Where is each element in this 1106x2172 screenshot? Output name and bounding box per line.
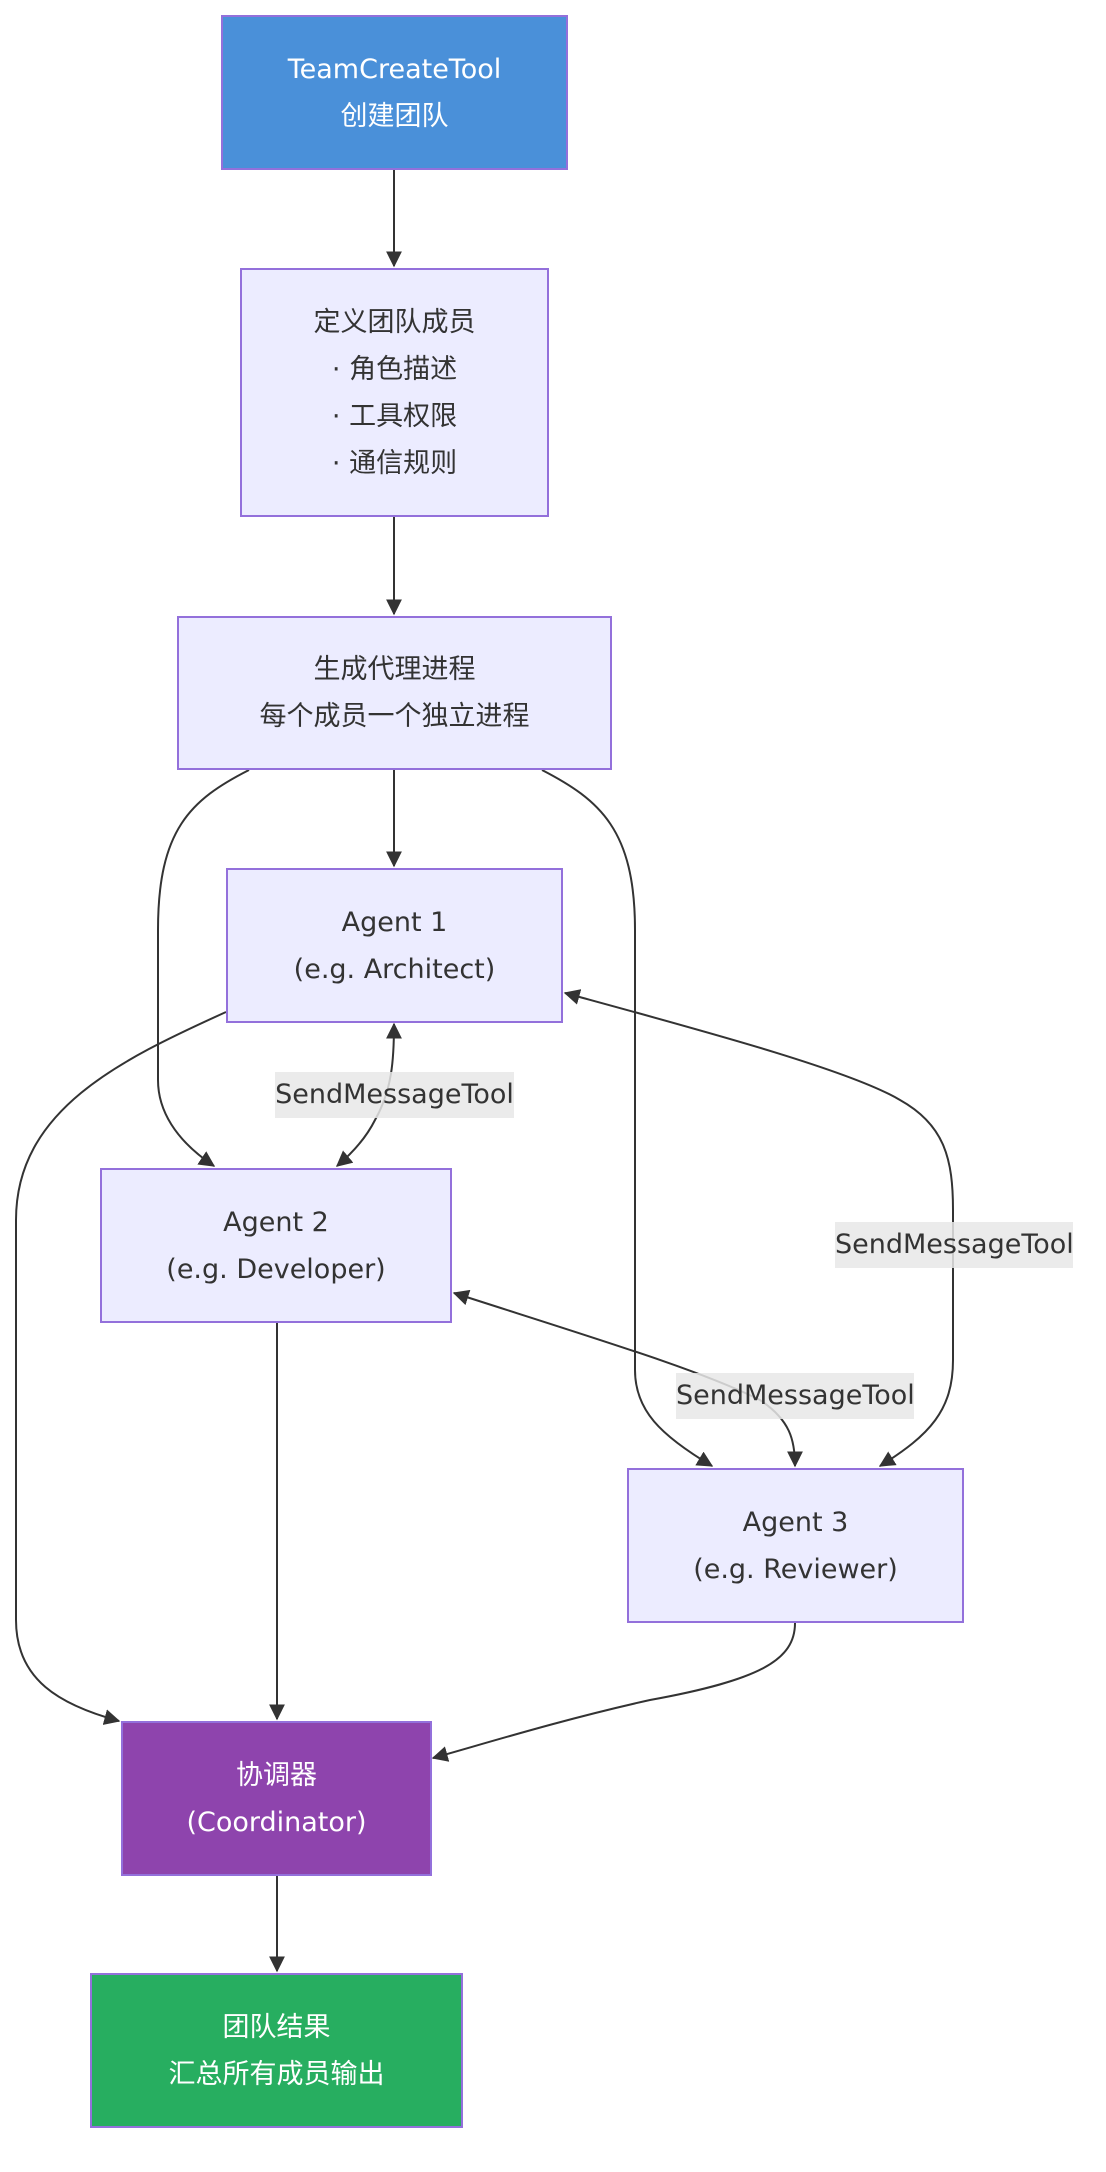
node-team-create[interactable]: TeamCreateTool 创建团队: [221, 15, 568, 170]
node-text-line: (Coordinator): [186, 1806, 367, 1838]
node-team-result[interactable]: 团队结果 汇总所有成员输出: [90, 1973, 463, 2128]
node-text-line: 团队结果: [222, 2011, 331, 2043]
edge-agent1-agent3: [563, 989, 954, 1467]
node-coordinator[interactable]: 协调器 (Coordinator): [121, 1721, 432, 1876]
edge-label-agent1-agent3: SendMessageTool: [835, 1222, 1074, 1268]
node-agent-3[interactable]: Agent 3 (e.g. Reviewer): [627, 1468, 964, 1623]
node-text-line: 汇总所有成员输出: [168, 2058, 385, 2090]
node-text-line: 协调器: [236, 1759, 317, 1791]
node-text-line: Agent 1: [341, 906, 448, 938]
node-text-line: · 角色描述: [331, 353, 458, 385]
node-text-line: 生成代理进程: [313, 654, 476, 685]
node-text-line: TeamCreateTool: [287, 53, 502, 85]
node-text-line: 每个成员一个独立进程: [259, 701, 530, 732]
edge-agent1-to-coordinator: [15, 1011, 227, 1725]
edge-spawn-to-agent3: [541, 769, 714, 1467]
edge-label-agent1-agent2: SendMessageTool: [275, 1072, 514, 1118]
node-text-line: Agent 3: [742, 1506, 849, 1538]
node-text-line: (e.g. Developer): [166, 1253, 386, 1285]
node-agent-2[interactable]: Agent 2 (e.g. Developer): [100, 1168, 452, 1323]
node-text-line: · 通信规则: [331, 447, 458, 479]
node-define-members[interactable]: 定义团队成员 · 角色描述 · 工具权限 · 通信规则: [240, 268, 549, 517]
node-spawn-processes[interactable]: 生成代理进程 每个成员一个独立进程: [177, 616, 612, 770]
edge-agent3-to-coordinator: [431, 1622, 796, 1762]
edge-spawn-to-agent2: [157, 769, 250, 1167]
node-text-line: · 工具权限: [331, 400, 458, 432]
node-text-line: (e.g. Architect): [293, 953, 496, 985]
edge-label-agent2-agent3: SendMessageTool: [676, 1373, 915, 1419]
node-text-line: 创建团队: [340, 100, 449, 132]
node-text-line: (e.g. Reviewer): [693, 1553, 898, 1585]
node-text-line: 定义团队成员: [313, 306, 476, 338]
node-agent-1[interactable]: Agent 1 (e.g. Architect): [226, 868, 563, 1023]
node-text-line: Agent 2: [223, 1206, 329, 1238]
